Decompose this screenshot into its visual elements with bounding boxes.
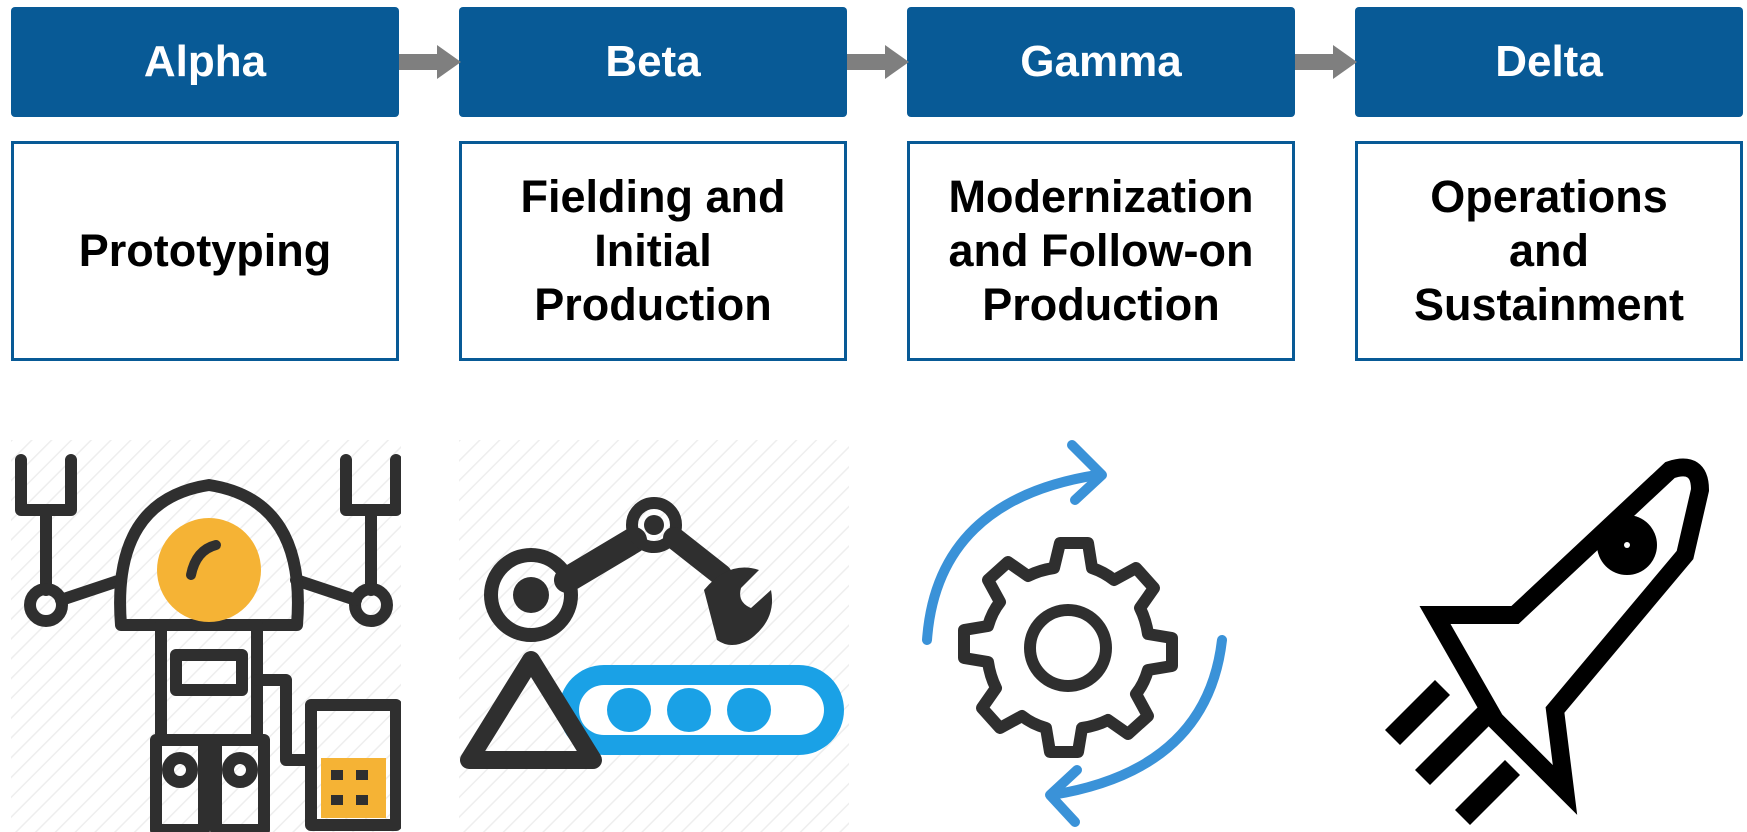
stage-description-text: Modernization and Follow-on Production	[948, 171, 1254, 330]
stage-header-alpha: Alpha	[11, 7, 399, 117]
right-arrow-icon	[1295, 45, 1357, 79]
right-arrow-icon	[847, 45, 909, 79]
right-arrow-icon	[399, 45, 461, 79]
stage-description-beta: Fielding and Initial Production	[459, 141, 847, 361]
stage-description-text: Prototyping	[78, 225, 332, 276]
rocket-icon	[1385, 458, 1710, 825]
stage-description-alpha: Prototyping	[11, 141, 399, 361]
gear-cycle-icon	[922, 440, 1227, 827]
stage-description-text: Fielding and Initial Production	[520, 171, 786, 330]
robot-astronaut-icon	[11, 440, 401, 832]
stage-description-gamma: Modernization and Follow-on Production	[907, 141, 1295, 361]
robotic-arm-conveyor-icon	[459, 440, 849, 832]
stage-description-text: Operations and Sustainment	[1413, 171, 1685, 330]
stage-header-gamma: Gamma	[907, 7, 1295, 117]
stage-header-delta: Delta	[1355, 7, 1743, 117]
stage-description-delta: Operations and Sustainment	[1355, 141, 1743, 361]
stage-header-beta: Beta	[459, 7, 847, 117]
